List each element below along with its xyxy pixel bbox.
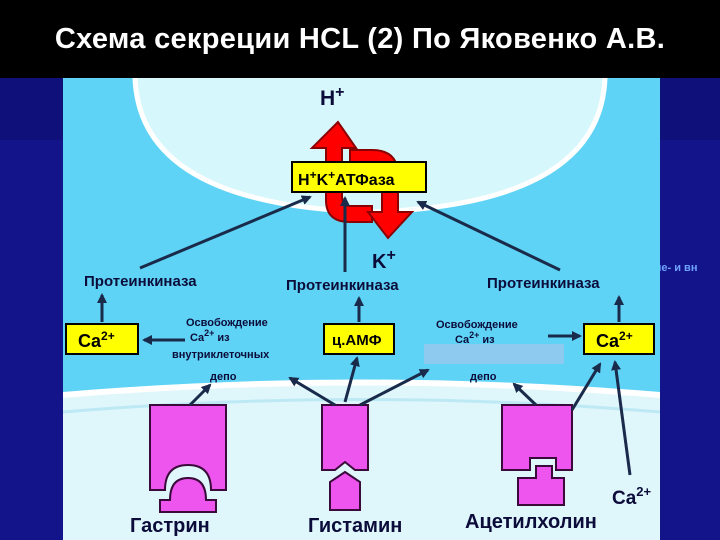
- k-ion-label: K+: [372, 247, 396, 273]
- acetylcholine-label: Ацетилхолин: [465, 511, 597, 533]
- arrow-acetylcholine-to-release: [512, 382, 538, 407]
- svg-text:Ca2+ из: Ca2+ из: [190, 328, 230, 344]
- ca-right-label: Ca2+: [596, 329, 633, 351]
- hcl-secretion-diagram: H+ H+K+АТФаза K+ Протеинкиназа Протеинки…: [63, 78, 660, 540]
- stray-text: вне- и вн: [648, 262, 698, 274]
- arrow-kinase-right-to-pump: [416, 200, 561, 272]
- arrow-histamine-to-release-left: [288, 376, 336, 407]
- receptor-gastrin: [149, 404, 227, 513]
- release-right-highlight: [424, 344, 564, 364]
- ca-right-box: [583, 323, 655, 355]
- histamine-label: Гистамин: [308, 515, 402, 537]
- svg-text:депо: депо: [470, 371, 497, 383]
- svg-text:Ca2+ из: Ca2+ из: [455, 330, 495, 346]
- release-left-text: Освобождение Ca2+ из внутриклеточных деп…: [172, 317, 270, 383]
- svg-text:внутриклеточных: внутриклеточных: [172, 349, 270, 361]
- kinase-center-label: Протеинкиназа: [286, 277, 399, 294]
- svg-text:Освобождение: Освобождение: [186, 317, 268, 329]
- arrow-ca-outside-to-ca: [611, 360, 632, 476]
- arrow-histamine-to-release-right: [359, 368, 430, 407]
- lumen: [135, 78, 605, 212]
- slide-title: Схема секреции HCL (2) По Яковенко А.В.: [0, 0, 720, 78]
- release-right-text: Освобождение Ca2+ из депо: [436, 319, 518, 383]
- hk-atpase-box: [291, 161, 427, 193]
- kinase-right-label: Протеинкиназа: [487, 275, 600, 292]
- gastrin-label: Гастрин: [130, 515, 210, 537]
- h-ion-label: H+: [320, 84, 345, 110]
- arrow-histamine-to-camp: [343, 356, 360, 403]
- kinase-left-label: Протеинкиназа: [84, 273, 197, 290]
- ca-outside-label: Ca2+: [612, 484, 652, 509]
- camp-box: [323, 323, 395, 355]
- camp-label: ц.АМФ: [332, 332, 382, 349]
- ca-left-label: Ca2+: [78, 329, 115, 351]
- arrow-kinase-left-to-pump: [139, 195, 312, 270]
- ca-left-box: [65, 323, 139, 355]
- arrow-gastrin-to-release: [188, 383, 212, 407]
- receptor-histamine: [321, 404, 369, 511]
- svg-text:депо: депо: [210, 371, 237, 383]
- svg-text:Освобождение: Освобождение: [436, 319, 518, 331]
- receptor-acetylcholine: [501, 404, 573, 506]
- arrow-acetylcholine-to-ca: [570, 362, 602, 411]
- hk-atpase-label: H+K+АТФаза: [298, 168, 395, 189]
